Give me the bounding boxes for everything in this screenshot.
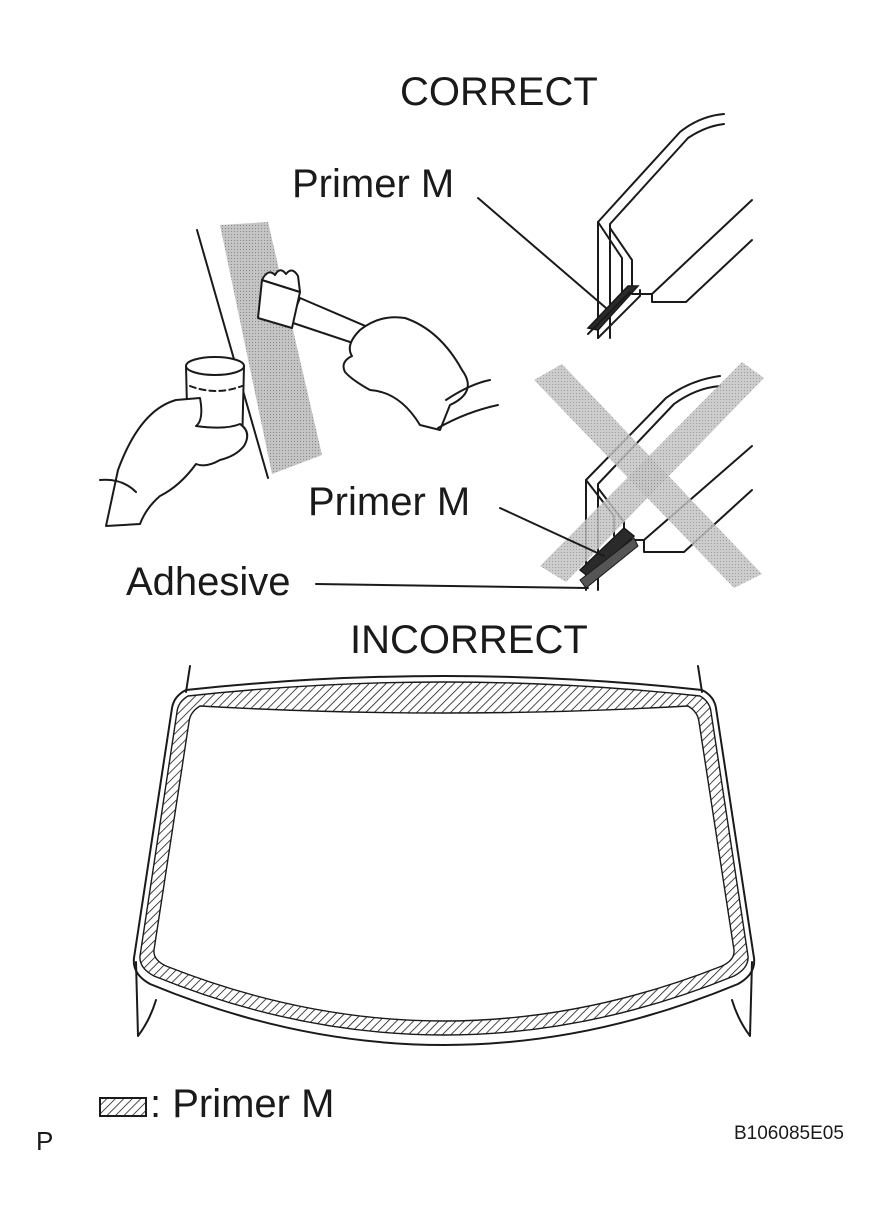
legend-label: : Primer M — [150, 1082, 335, 1126]
correct-heading: CORRECT — [400, 70, 598, 114]
correct-cross-section — [586, 113, 753, 339]
figure-code: B106085E05 — [734, 1123, 844, 1144]
primer-band — [139, 681, 749, 1036]
primer-label-top: Primer M — [292, 162, 455, 206]
windshield-illustration — [132, 665, 756, 1046]
primer-strip — [220, 222, 322, 474]
leader-lines — [315, 197, 607, 589]
page-letter: P — [36, 1126, 54, 1156]
primer-application-illustration — [99, 222, 499, 527]
adhesive-label: Adhesive — [126, 560, 291, 604]
primer-label-mid: Primer M — [308, 480, 471, 524]
adhesive-layer-incorrect — [579, 537, 639, 589]
incorrect-cross-section — [534, 362, 764, 591]
legend-hatch-swatch — [99, 1097, 147, 1117]
incorrect-heading: INCORRECT — [350, 618, 588, 662]
